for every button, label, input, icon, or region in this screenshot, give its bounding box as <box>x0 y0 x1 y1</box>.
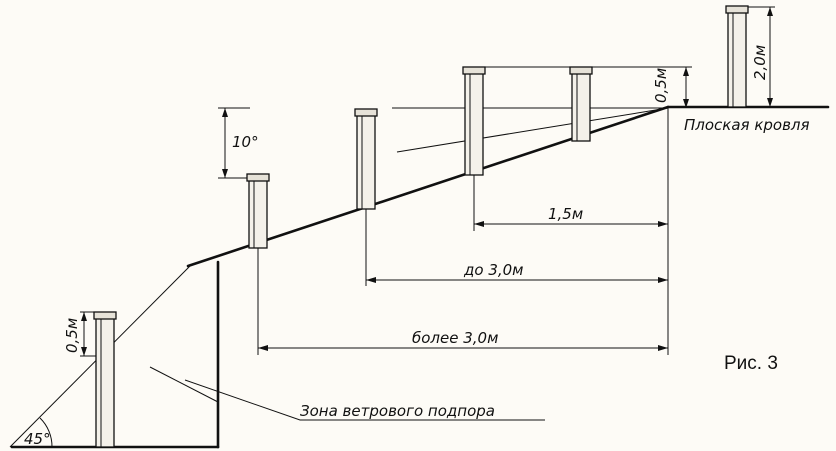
chimney-far-left <box>93 311 117 448</box>
wind-zone-label: Зона ветрового подпора <box>300 402 495 420</box>
chimney-3 <box>462 66 486 176</box>
chimney-1 <box>246 173 270 249</box>
chimney-2 <box>354 108 378 210</box>
chimney-4 <box>569 66 593 142</box>
wind-zone-leader-stub <box>149 366 219 403</box>
angle-10-label: 10° <box>232 133 259 151</box>
building-outline <box>10 105 830 449</box>
dim-2m-label: 2,0м <box>751 45 769 80</box>
labels: Плоская кровля Зона ветрового подпора 10… <box>24 45 810 448</box>
dim-over-3m-label: более 3,0м <box>412 329 498 347</box>
wind-zone-leader <box>184 379 545 421</box>
angle-45-label: 45° <box>24 430 51 448</box>
figure-caption: Рис. 3 <box>724 353 778 374</box>
dim-upto-3m-label: до 3,0м <box>463 261 524 279</box>
arc-45deg <box>39 417 53 448</box>
dimension-lines <box>39 7 773 448</box>
chimney-flat-roof <box>725 5 749 108</box>
flat-roof-label: Плоская кровля <box>684 116 810 134</box>
dim-0-5m-top-label: 0,5м <box>652 68 670 103</box>
dim-0-5m-left-label: 0,5м <box>63 318 81 353</box>
ten-degree-line <box>396 107 669 153</box>
chimneys <box>93 5 749 448</box>
dim-1-5m-label: 1,5м <box>548 205 583 223</box>
